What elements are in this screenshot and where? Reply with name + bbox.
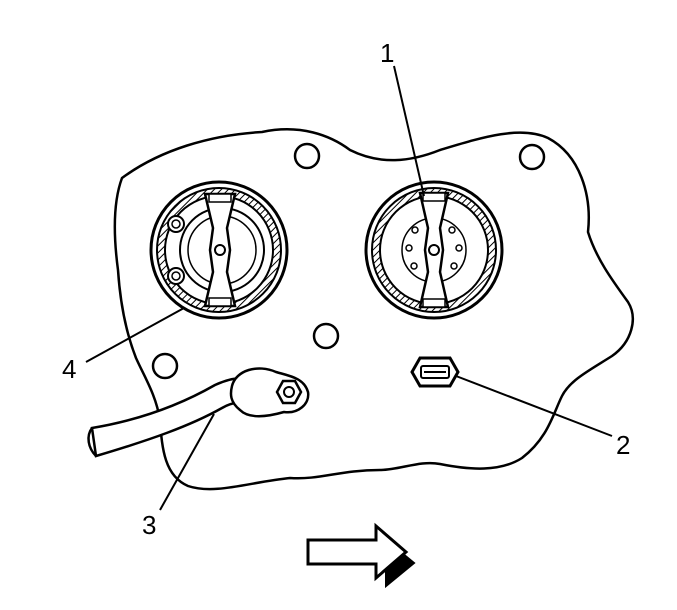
bolt-hole-center bbox=[312, 322, 340, 350]
callout-2: 2 bbox=[616, 430, 630, 460]
hex-plug bbox=[410, 356, 460, 388]
leader-line-4 bbox=[85, 307, 185, 363]
bolt-hole-left bbox=[151, 352, 179, 380]
bolt-hole-top-right bbox=[518, 143, 546, 171]
bolt-hole-top-left bbox=[293, 142, 321, 170]
callout-4: 4 bbox=[62, 354, 76, 384]
connector-left bbox=[149, 180, 289, 320]
leader-line-2 bbox=[455, 375, 613, 437]
leader-line-3 bbox=[159, 413, 215, 511]
callout-1: 1 bbox=[380, 38, 394, 68]
connector-right bbox=[364, 180, 504, 320]
leader-line-1 bbox=[393, 65, 425, 197]
ground-cable bbox=[87, 367, 310, 458]
callout-3: 3 bbox=[142, 510, 156, 540]
direction-arrow-icon bbox=[306, 522, 416, 589]
